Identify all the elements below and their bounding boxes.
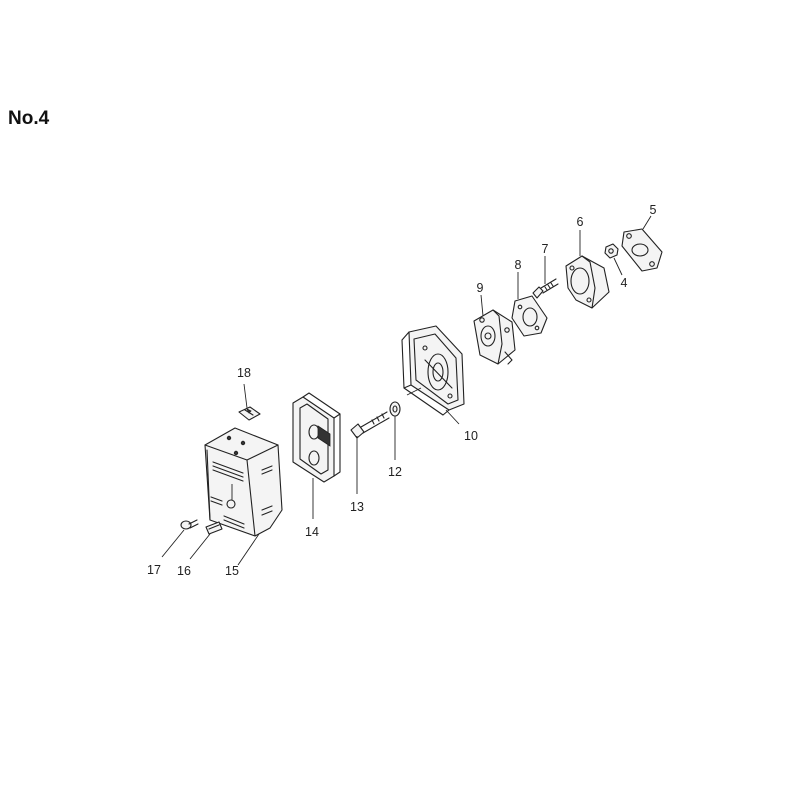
callout-10: 10: [464, 429, 478, 443]
callout-5: 5: [650, 203, 657, 217]
leader-18: [243, 383, 248, 409]
leader-4: [613, 257, 623, 276]
callout-6: 6: [577, 215, 584, 229]
part-12-washer: [389, 401, 401, 417]
callout-15: 15: [225, 564, 239, 578]
callout-18: 18: [237, 366, 251, 380]
part-4-nut: [604, 243, 619, 259]
part-13-long-bolt: [350, 411, 390, 439]
callout-12: 12: [388, 465, 402, 479]
leader-9: [480, 294, 484, 317]
part-10-air-cleaner-case: [401, 325, 465, 416]
callout-9: 9: [477, 281, 484, 295]
part-6-insulator: [565, 255, 610, 309]
part-16-plate: [205, 521, 223, 535]
leader-10: [445, 409, 460, 425]
part-18-clip: [238, 406, 261, 421]
part-9-carburetor: [473, 309, 516, 365]
callout-16: 16: [177, 564, 191, 578]
part-15-air-cleaner-cover: [204, 427, 283, 537]
callout-4: 4: [621, 276, 628, 290]
leader-15: [237, 533, 260, 566]
callout-numbers: 5 4 6 7 8 9 10 12 13 14 15 16 17 18: [147, 203, 656, 578]
callout-13: 13: [350, 500, 364, 514]
part-17-screw: [180, 519, 199, 530]
leader-17: [161, 529, 185, 558]
page-title: No.4: [8, 108, 50, 129]
callout-7: 7: [542, 242, 549, 256]
callout-17: 17: [147, 563, 161, 577]
part-8-gasket: [511, 295, 548, 337]
part-7-bolt: [532, 278, 559, 299]
leader-lines: [161, 215, 652, 566]
leader-10b: [406, 387, 422, 396]
callout-8: 8: [515, 258, 522, 272]
leader-16: [189, 533, 211, 560]
leader-5: [642, 215, 652, 230]
callout-14: 14: [305, 525, 319, 539]
part-5-gasket: [621, 228, 663, 272]
part-14-air-filter: [292, 392, 341, 483]
